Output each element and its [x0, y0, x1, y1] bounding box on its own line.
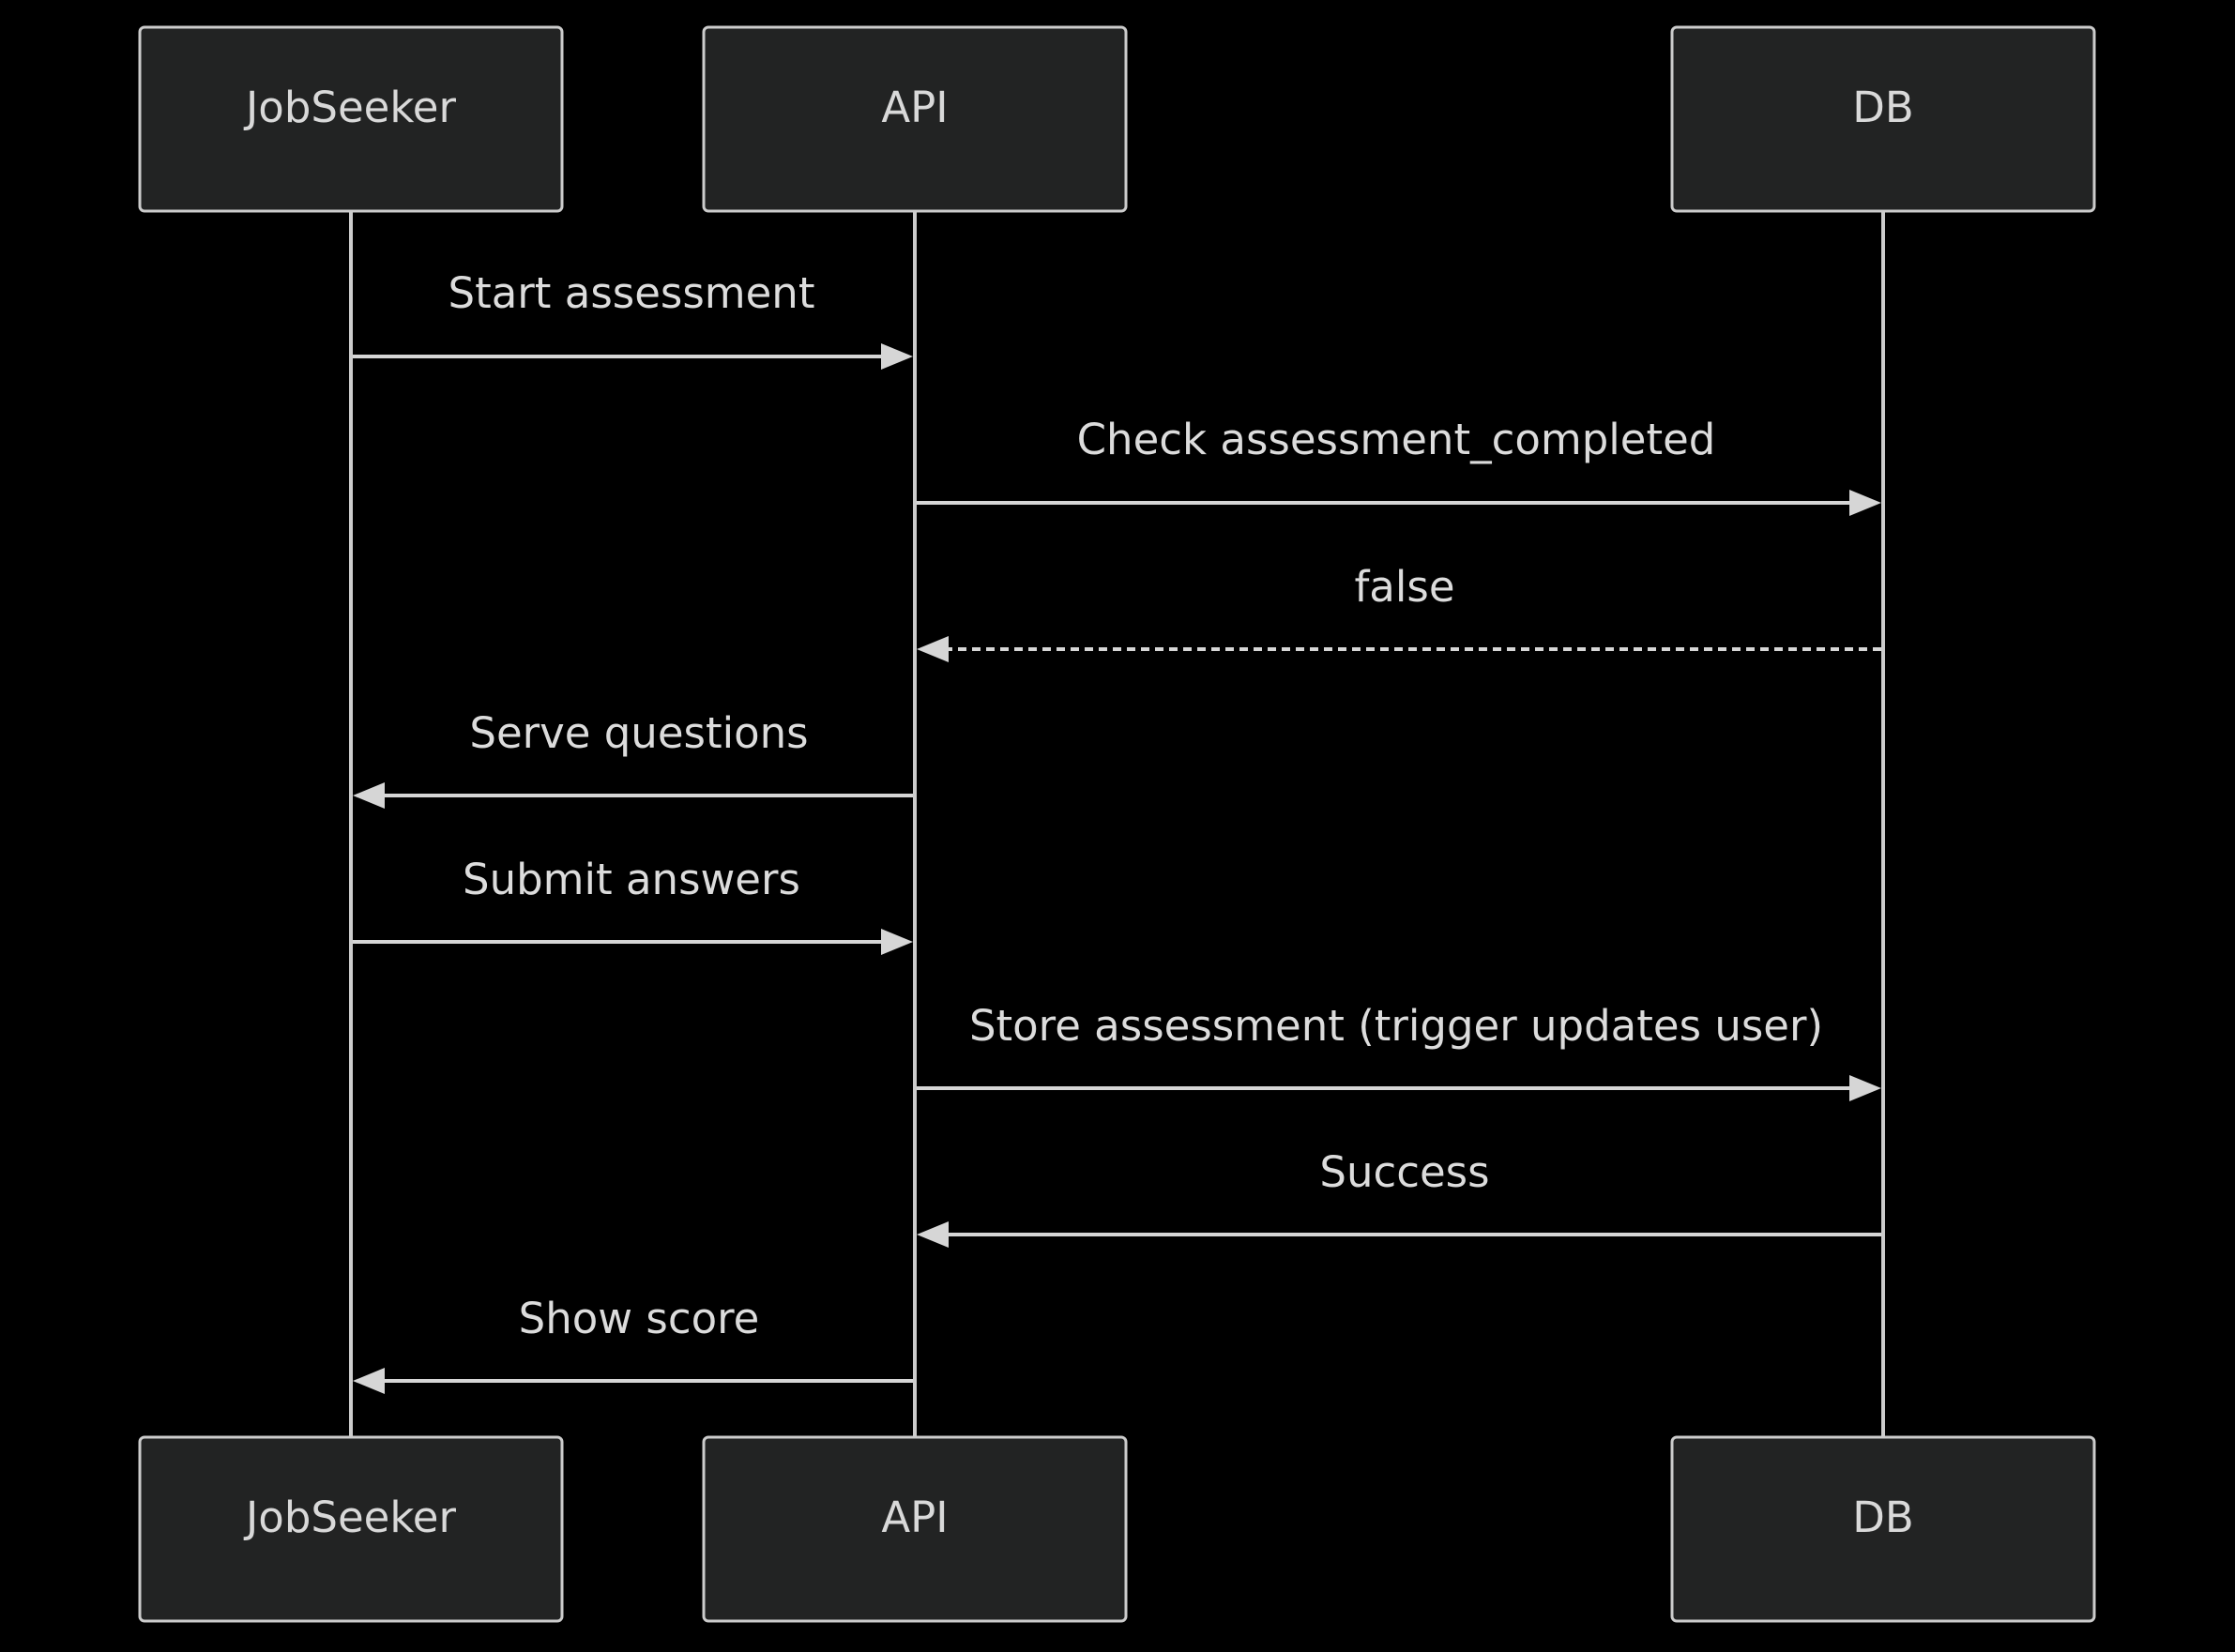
message-check-assessment-completed[interactable]: Check assessment_completed [917, 415, 1881, 516]
message-store-assessment[interactable]: Store assessment (trigger updates user) [917, 1001, 1881, 1101]
actor-label: DB [1852, 1493, 1914, 1542]
message-label: false [1354, 562, 1454, 612]
actor-db-bottom[interactable]: DB [1670, 1435, 2096, 1623]
arrowhead-right [881, 929, 913, 955]
message-label: Check assessment_completed [1077, 415, 1716, 464]
message-label: Serve questions [469, 708, 808, 758]
message-show-score[interactable]: Show score [353, 1294, 913, 1394]
arrowhead-right [1849, 1075, 1881, 1101]
messages: Start assessment Check assessment_comple… [353, 268, 1881, 1394]
actor-api-top[interactable]: API [702, 25, 1128, 213]
actor-label: API [881, 1493, 948, 1542]
arrowhead-left [917, 1221, 949, 1248]
actor-label: JobSeeker [243, 1493, 456, 1542]
arrowhead-right [1849, 490, 1881, 516]
message-start-assessment[interactable]: Start assessment [353, 268, 913, 370]
message-false[interactable]: false [917, 562, 1881, 662]
message-serve-questions[interactable]: Serve questions [353, 708, 913, 809]
arrowhead-right [881, 343, 913, 370]
actor-label: JobSeeker [243, 83, 456, 132]
arrowhead-left [353, 782, 385, 809]
actor-db-top[interactable]: DB [1670, 25, 2096, 213]
message-label: Start assessment [449, 268, 815, 318]
message-label: Success [1319, 1147, 1489, 1197]
lifelines [349, 211, 1885, 1437]
actor-jobseeker-top[interactable]: JobSeeker [138, 25, 564, 213]
message-label: Show score [519, 1294, 760, 1343]
arrowhead-left [917, 636, 949, 662]
message-label: Store assessment (trigger updates user) [969, 1001, 1823, 1051]
message-success[interactable]: Success [917, 1147, 1881, 1248]
actor-api-bottom[interactable]: API [702, 1435, 1128, 1623]
arrowhead-left [353, 1368, 385, 1394]
message-label: Submit answers [463, 855, 800, 904]
message-submit-answers[interactable]: Submit answers [353, 855, 913, 955]
actor-label: DB [1852, 83, 1914, 132]
actors-bottom: JobSeeker API DB [138, 1435, 2096, 1623]
actors-top: JobSeeker API DB [138, 25, 2096, 213]
actor-jobseeker-bottom[interactable]: JobSeeker [138, 1435, 564, 1623]
actor-label: API [881, 83, 948, 132]
